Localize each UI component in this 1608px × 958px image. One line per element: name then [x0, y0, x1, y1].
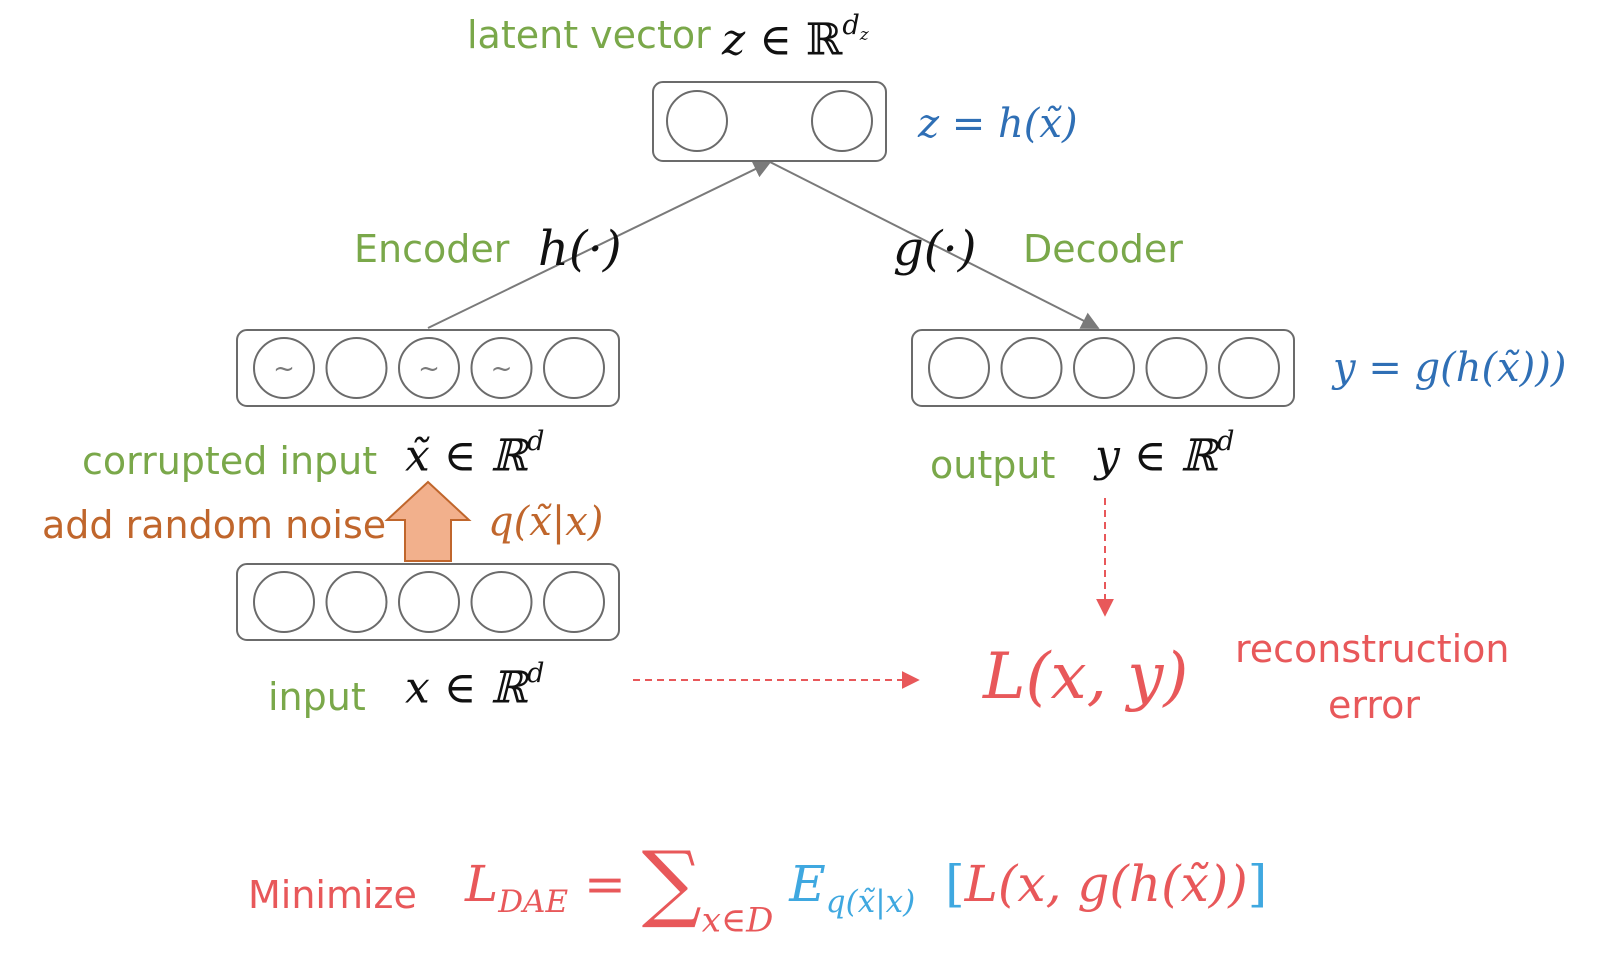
objective-lhs-sub: DAE — [498, 883, 569, 920]
objective-sum: ∑ — [641, 833, 702, 931]
objective-formula: LDAE = ∑x∈D Eq(x̃|x) [L(x, g(h(x̃))] — [465, 840, 1267, 938]
corrupted-input-math: x̃ ∈ ℝd — [405, 428, 544, 478]
noise-tilde-icon: ~ — [418, 354, 440, 384]
output-unit — [1218, 337, 1280, 399]
encoder-label: Encoder — [354, 227, 510, 271]
output-formula: y = g(h(x̃))) — [1333, 345, 1567, 391]
latent-unit — [811, 90, 873, 152]
noise-tilde-icon: ~ — [273, 354, 295, 384]
input-space: x ∈ ℝ — [405, 662, 527, 714]
latent-var: z — [722, 14, 746, 66]
corrupted-unit — [470, 337, 533, 399]
input-layer — [236, 563, 620, 641]
decoder-function: g(·) — [893, 221, 977, 277]
objective-bracket-open: [ — [945, 854, 965, 913]
corrupted-dim: d — [526, 426, 545, 457]
error-label: error — [1328, 683, 1420, 727]
latent-dim-z: z — [859, 23, 869, 44]
input-math: x ∈ ℝd — [405, 660, 544, 710]
corrupted-input-label: corrupted input — [82, 439, 378, 483]
input-unit — [398, 571, 460, 633]
corrupted-unit — [325, 337, 388, 399]
noise-distribution: q(x̃|x) — [488, 499, 604, 545]
latent-vector-math: z ∈ ℝdz — [722, 12, 869, 62]
encoder-edge — [427, 160, 772, 329]
output-dim: d — [1216, 426, 1235, 457]
input-unit — [470, 571, 533, 633]
objective-lhs-L: L — [465, 854, 499, 913]
latent-dim: dz — [842, 10, 869, 44]
input-label: input — [268, 675, 366, 719]
output-unit — [928, 337, 990, 399]
latent-vector-label: latent vector — [467, 13, 711, 57]
objective-bracket-close: ] — [1247, 854, 1268, 913]
output-layer — [911, 329, 1295, 407]
output-space: y ∈ ℝ — [1095, 430, 1217, 482]
input-dim: d — [526, 658, 545, 689]
corrupted-layer — [236, 329, 620, 407]
output-unit — [1145, 337, 1208, 399]
add-noise-label: add random noise — [42, 503, 387, 547]
input-unit — [253, 571, 315, 633]
loss-function: L(x, y) — [983, 640, 1189, 714]
corrupted-unit — [253, 337, 315, 399]
objective-expectation: Eq(x̃|x) — [789, 854, 915, 917]
latent-layer — [652, 81, 887, 162]
latent-space: ∈ ℝ — [759, 14, 843, 66]
output-unit — [1073, 337, 1135, 399]
objective-expect-sub: q(x̃|x) — [825, 883, 916, 920]
latent-formula: z = h(x̃) — [918, 101, 1078, 147]
decoder-edge — [769, 161, 1100, 329]
reconstruction-label: reconstruction — [1235, 627, 1510, 671]
objective-body: L(x, g(h(x̃)) — [964, 854, 1248, 913]
latent-unit — [666, 90, 728, 152]
minimize-label: Minimize — [248, 873, 417, 917]
corrupted-space: x̃ ∈ ℝ — [405, 430, 527, 482]
corrupted-unit — [543, 337, 605, 399]
input-unit — [543, 571, 605, 633]
latent-units — [666, 90, 873, 152]
latent-dim-d: d — [842, 10, 860, 41]
input-units — [253, 571, 605, 633]
corrupted-units: ~ ~ ~ — [253, 337, 605, 399]
output-label: output — [930, 443, 1056, 487]
objective-expect-E: E — [789, 854, 826, 913]
corrupted-unit — [398, 337, 460, 399]
encoder-function: h(·) — [538, 221, 622, 277]
input-unit — [325, 571, 388, 633]
output-unit — [1000, 337, 1063, 399]
objective-sum-sub: x∈D — [701, 900, 774, 941]
output-math: y ∈ ℝd — [1095, 428, 1234, 478]
objective-equals: = — [583, 854, 626, 913]
noise-arrow — [384, 480, 472, 562]
objective-lhs: LDAE — [465, 854, 568, 917]
decoder-label: Decoder — [1023, 227, 1183, 271]
noise-tilde-icon: ~ — [491, 354, 513, 384]
output-units — [928, 337, 1280, 399]
